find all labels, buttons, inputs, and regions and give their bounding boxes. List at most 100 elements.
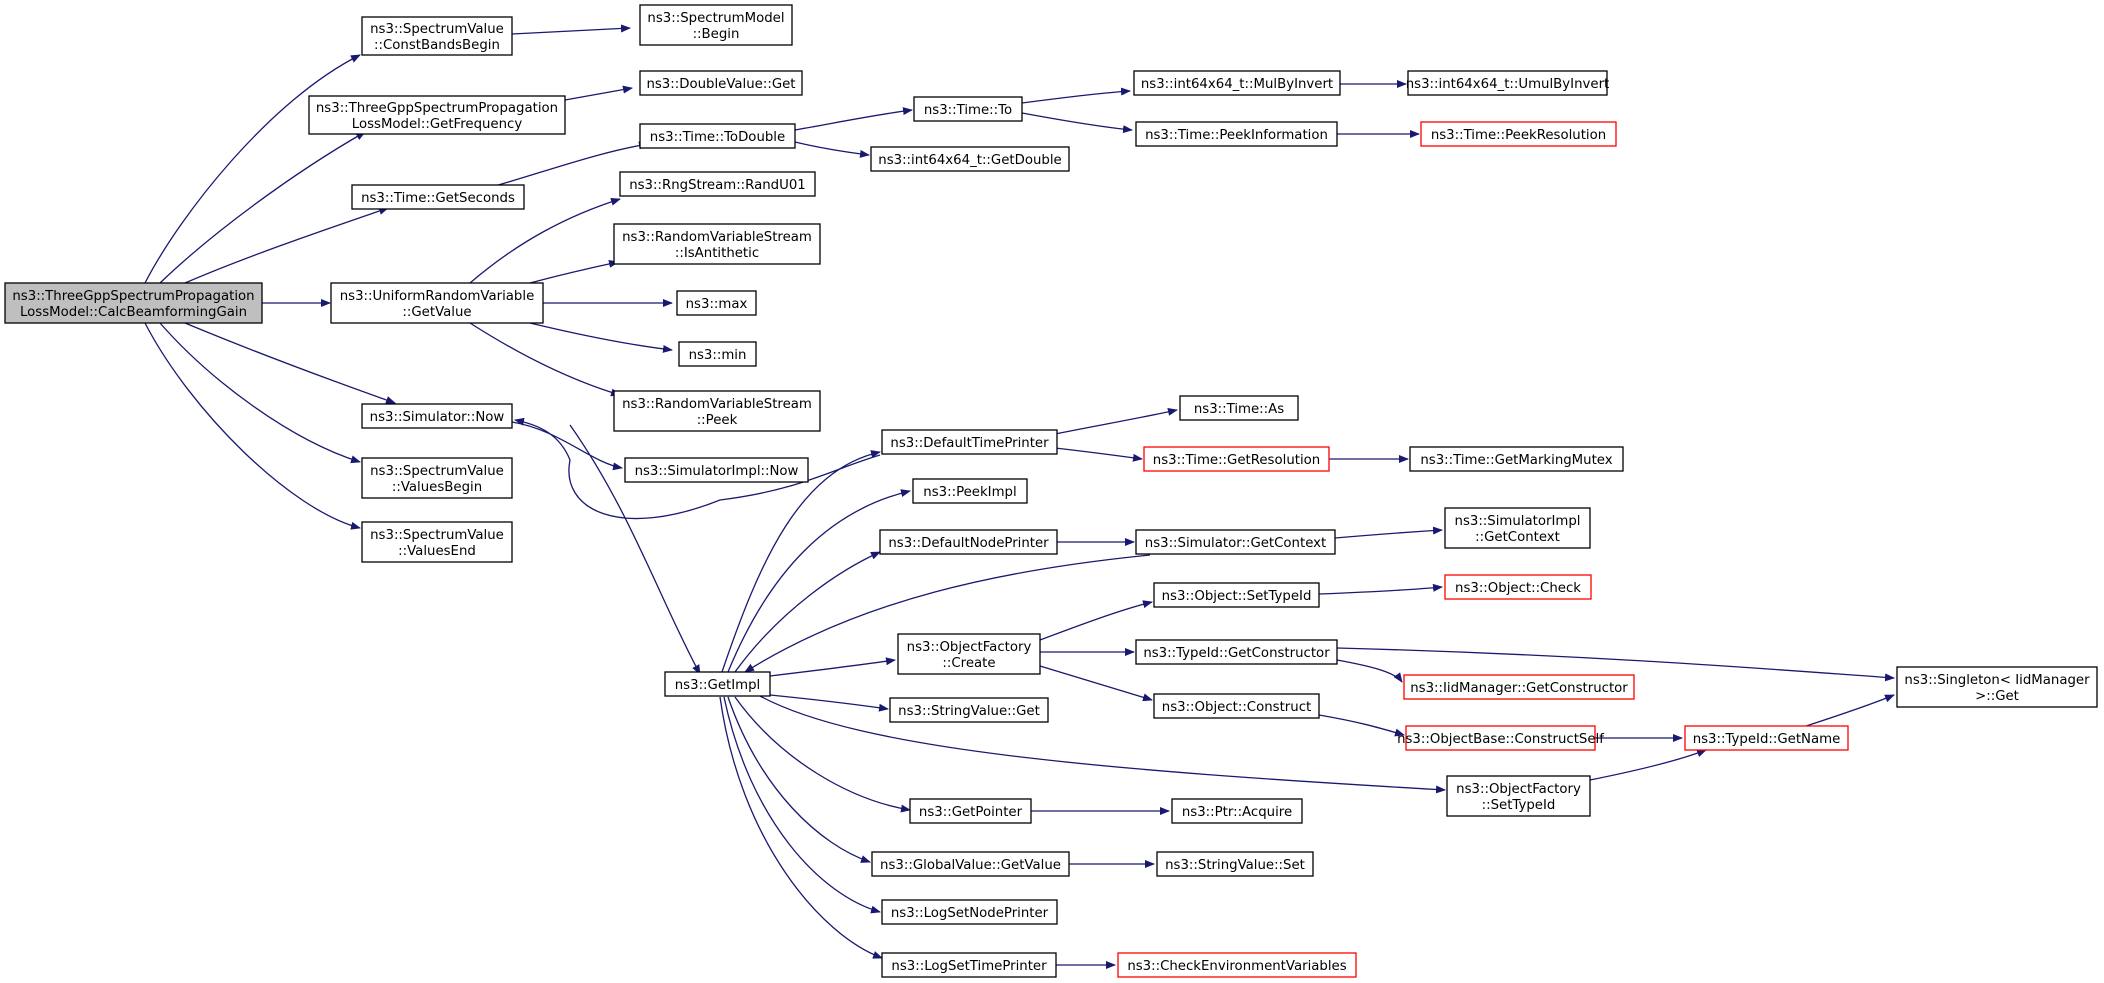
node-label: ns3::min [689,348,747,363]
node-timetodouble[interactable]: ns3::Time::ToDouble [639,123,796,149]
node-box [4,282,263,324]
node-peekresolution[interactable]: ns3::Time::PeekResolution [1420,121,1617,147]
node-box [361,457,513,499]
node-defaulttimeprinter[interactable]: ns3::DefaultTimePrinter [881,429,1058,455]
node-box [308,95,566,135]
edge-defaulttimeprinter-getresolution [1054,447,1143,462]
edge-defaulttimeprinter-timeas [1054,407,1178,435]
node-ptracquire[interactable]: ns3::Ptr::Acquire [1171,798,1303,824]
node-label: ::Create [942,656,995,671]
node-objectcheck[interactable]: ns3::Object::Check [1444,574,1592,600]
node-max[interactable]: ns3::max [676,290,757,316]
node-getfrequency[interactable]: ns3::ThreeGppSpectrumPropagationLossMode… [308,95,566,135]
edge-root-getfrequency [159,131,366,284]
node-label: ns3::Singleton< IidManager [1904,673,2090,688]
node-box [1135,121,1338,147]
node-rvspeek[interactable]: ns3::RandomVariableStream::Peek [613,390,821,432]
node-box [912,478,1028,504]
node-label: ns3::TypeId::GetName [1693,732,1841,747]
node-root[interactable]: ns3::ThreeGppSpectrumPropagationLossMode… [4,282,263,324]
node-simgetcontext[interactable]: ns3::Simulator::GetContext [1135,529,1336,555]
node-getimpl[interactable]: ns3::GetImpl [664,671,771,697]
edge-getimpl-objectfactorycreate [769,657,896,677]
node-getmarkingmutex[interactable]: ns3::Time::GetMarkingMutex [1409,446,1624,472]
edge-urvgetvalue-rvspeek [469,322,621,397]
node-label: ns3::LogSetNodePrinter [891,906,1049,921]
node-label: ns3::ObjectFactory [1456,782,1581,797]
node-simnow[interactable]: ns3::Simulator::Now [361,403,513,429]
edge-root-constbandsbegin [144,54,361,284]
node-label: ::IsAntithetic [675,246,759,261]
node-box [1446,775,1591,817]
node-getresolution[interactable]: ns3::Time::GetResolution [1143,446,1330,472]
edge-getimpl-defaultnodeprinter [734,551,881,673]
node-simimplgetcontext[interactable]: ns3::SimulatorImpl::GetContext [1444,507,1591,549]
node-box [881,429,1058,455]
node-label: ns3::RandomVariableStream [622,230,812,245]
node-label: ns3::SimulatorImpl [1455,514,1581,529]
node-objectconstruct[interactable]: ns3::Object::Construct [1153,693,1320,719]
node-box [361,16,513,56]
node-getdouble[interactable]: ns3::int64x64_t::GetDouble [870,146,1070,172]
node-checkenvvars[interactable]: ns3::CheckEnvironmentVariables [1117,952,1357,978]
node-typeidgetname[interactable]: ns3::TypeId::GetName [1684,725,1849,751]
node-valuesend[interactable]: ns3::SpectrumValue::ValuesEnd [361,521,513,563]
node-objectfactorycreate[interactable]: ns3::ObjectFactory::Create [897,633,1041,675]
node-logsettimeprinter[interactable]: ns3::LogSetTimePrinter [881,952,1057,978]
node-label: ns3::Time::To [924,103,1012,118]
node-randu01[interactable]: ns3::RngStream::RandU01 [619,171,816,197]
node-typeidgetconstructor[interactable]: ns3::TypeId::GetConstructor [1135,639,1338,665]
node-stringvalueget[interactable]: ns3::StringValue::Get [889,697,1049,723]
edge-objectconstruct-constructself [1318,714,1405,737]
node-getseconds[interactable]: ns3::Time::GetSeconds [351,184,525,210]
node-label: LossModel::GetFrequency [352,117,523,132]
node-label: ns3::CheckEnvironmentVariables [1127,959,1346,974]
node-mulbyinvert[interactable]: ns3::int64x64_t::MulByInvert [1133,70,1341,96]
node-logsetnodeprinter[interactable]: ns3::LogSetNodePrinter [881,899,1058,925]
node-stringvalueset[interactable]: ns3::StringValue::Set [1156,851,1314,877]
edge-timetodouble-timeto [794,107,913,131]
node-label: ::Peek [697,413,738,428]
node-timeto[interactable]: ns3::Time::To [913,96,1023,122]
node-constructself[interactable]: ns3::ObjectBase::ConstructSelf [1397,725,1604,751]
node-box [1117,952,1357,978]
node-box [639,70,803,96]
node-singletonget[interactable]: ns3::Singleton< IidManager>::Get [1896,666,2098,708]
node-isantithetic[interactable]: ns3::RandomVariableStream::IsAntithetic [613,223,821,265]
edge-root-getseconds [184,207,389,284]
node-urvgetvalue[interactable]: ns3::UniformRandomVariable::GetValue [330,282,544,324]
node-timeas[interactable]: ns3::Time::As [1179,395,1299,421]
node-label: ns3::DoubleValue::Get [646,77,795,92]
node-label: ns3::SpectrumValue [370,464,504,479]
node-constbandsbegin[interactable]: ns3::SpectrumValue::ConstBandsBegin [361,16,513,56]
edge-timeto-mulbyinvert [1021,87,1131,104]
node-label: ns3::int64x64_t::MulByInvert [1141,77,1333,92]
node-min[interactable]: ns3::min [678,341,757,367]
edge-getimpl-peekimpl [727,489,911,673]
node-getpointer[interactable]: ns3::GetPointer [909,798,1032,824]
node-box [1405,725,1596,751]
node-box [330,282,544,324]
node-objectsettypeid[interactable]: ns3::Object::SetTypeId [1153,582,1320,608]
node-valuesbegin[interactable]: ns3::SpectrumValue::ValuesBegin [361,457,513,499]
node-box [361,403,513,429]
node-iidmanagergetconstructor[interactable]: ns3::IidManager::GetConstructor [1403,674,1635,700]
node-doublevalueget[interactable]: ns3::DoubleValue::Get [639,70,803,96]
node-label: ns3::RngStream::RandU01 [629,178,806,193]
node-box [913,96,1023,122]
node-peekinformation[interactable]: ns3::Time::PeekInformation [1135,121,1338,147]
edge-defaulttimeprinter-simnow [514,417,881,520]
node-box [1135,529,1336,555]
node-box [909,798,1032,824]
node-peekimpl[interactable]: ns3::PeekImpl [912,478,1028,504]
node-objectfactorysettypeid[interactable]: ns3::ObjectFactory::SetTypeId [1446,775,1591,817]
edge-getfrequency-doublevalueget [564,85,633,101]
edge-getimpl-logsetnodeprinter [723,696,881,914]
node-globalvaluegetvalue[interactable]: ns3::GlobalValue::GetValue [871,851,1070,877]
edge-getimpl-defaulttimeprinter [721,450,881,673]
node-label: ns3::Time::As [1194,402,1284,417]
node-umulbyinvert[interactable]: ns3::int64x64_t::UmulByInvert [1406,70,1610,96]
node-defaultnodeprinter[interactable]: ns3::DefaultNodePrinter [879,529,1058,555]
node-spectrummodelbegin[interactable]: ns3::SpectrumModel::Begin [639,4,793,46]
node-simimplnow[interactable]: ns3::SimulatorImpl::Now [624,457,809,483]
